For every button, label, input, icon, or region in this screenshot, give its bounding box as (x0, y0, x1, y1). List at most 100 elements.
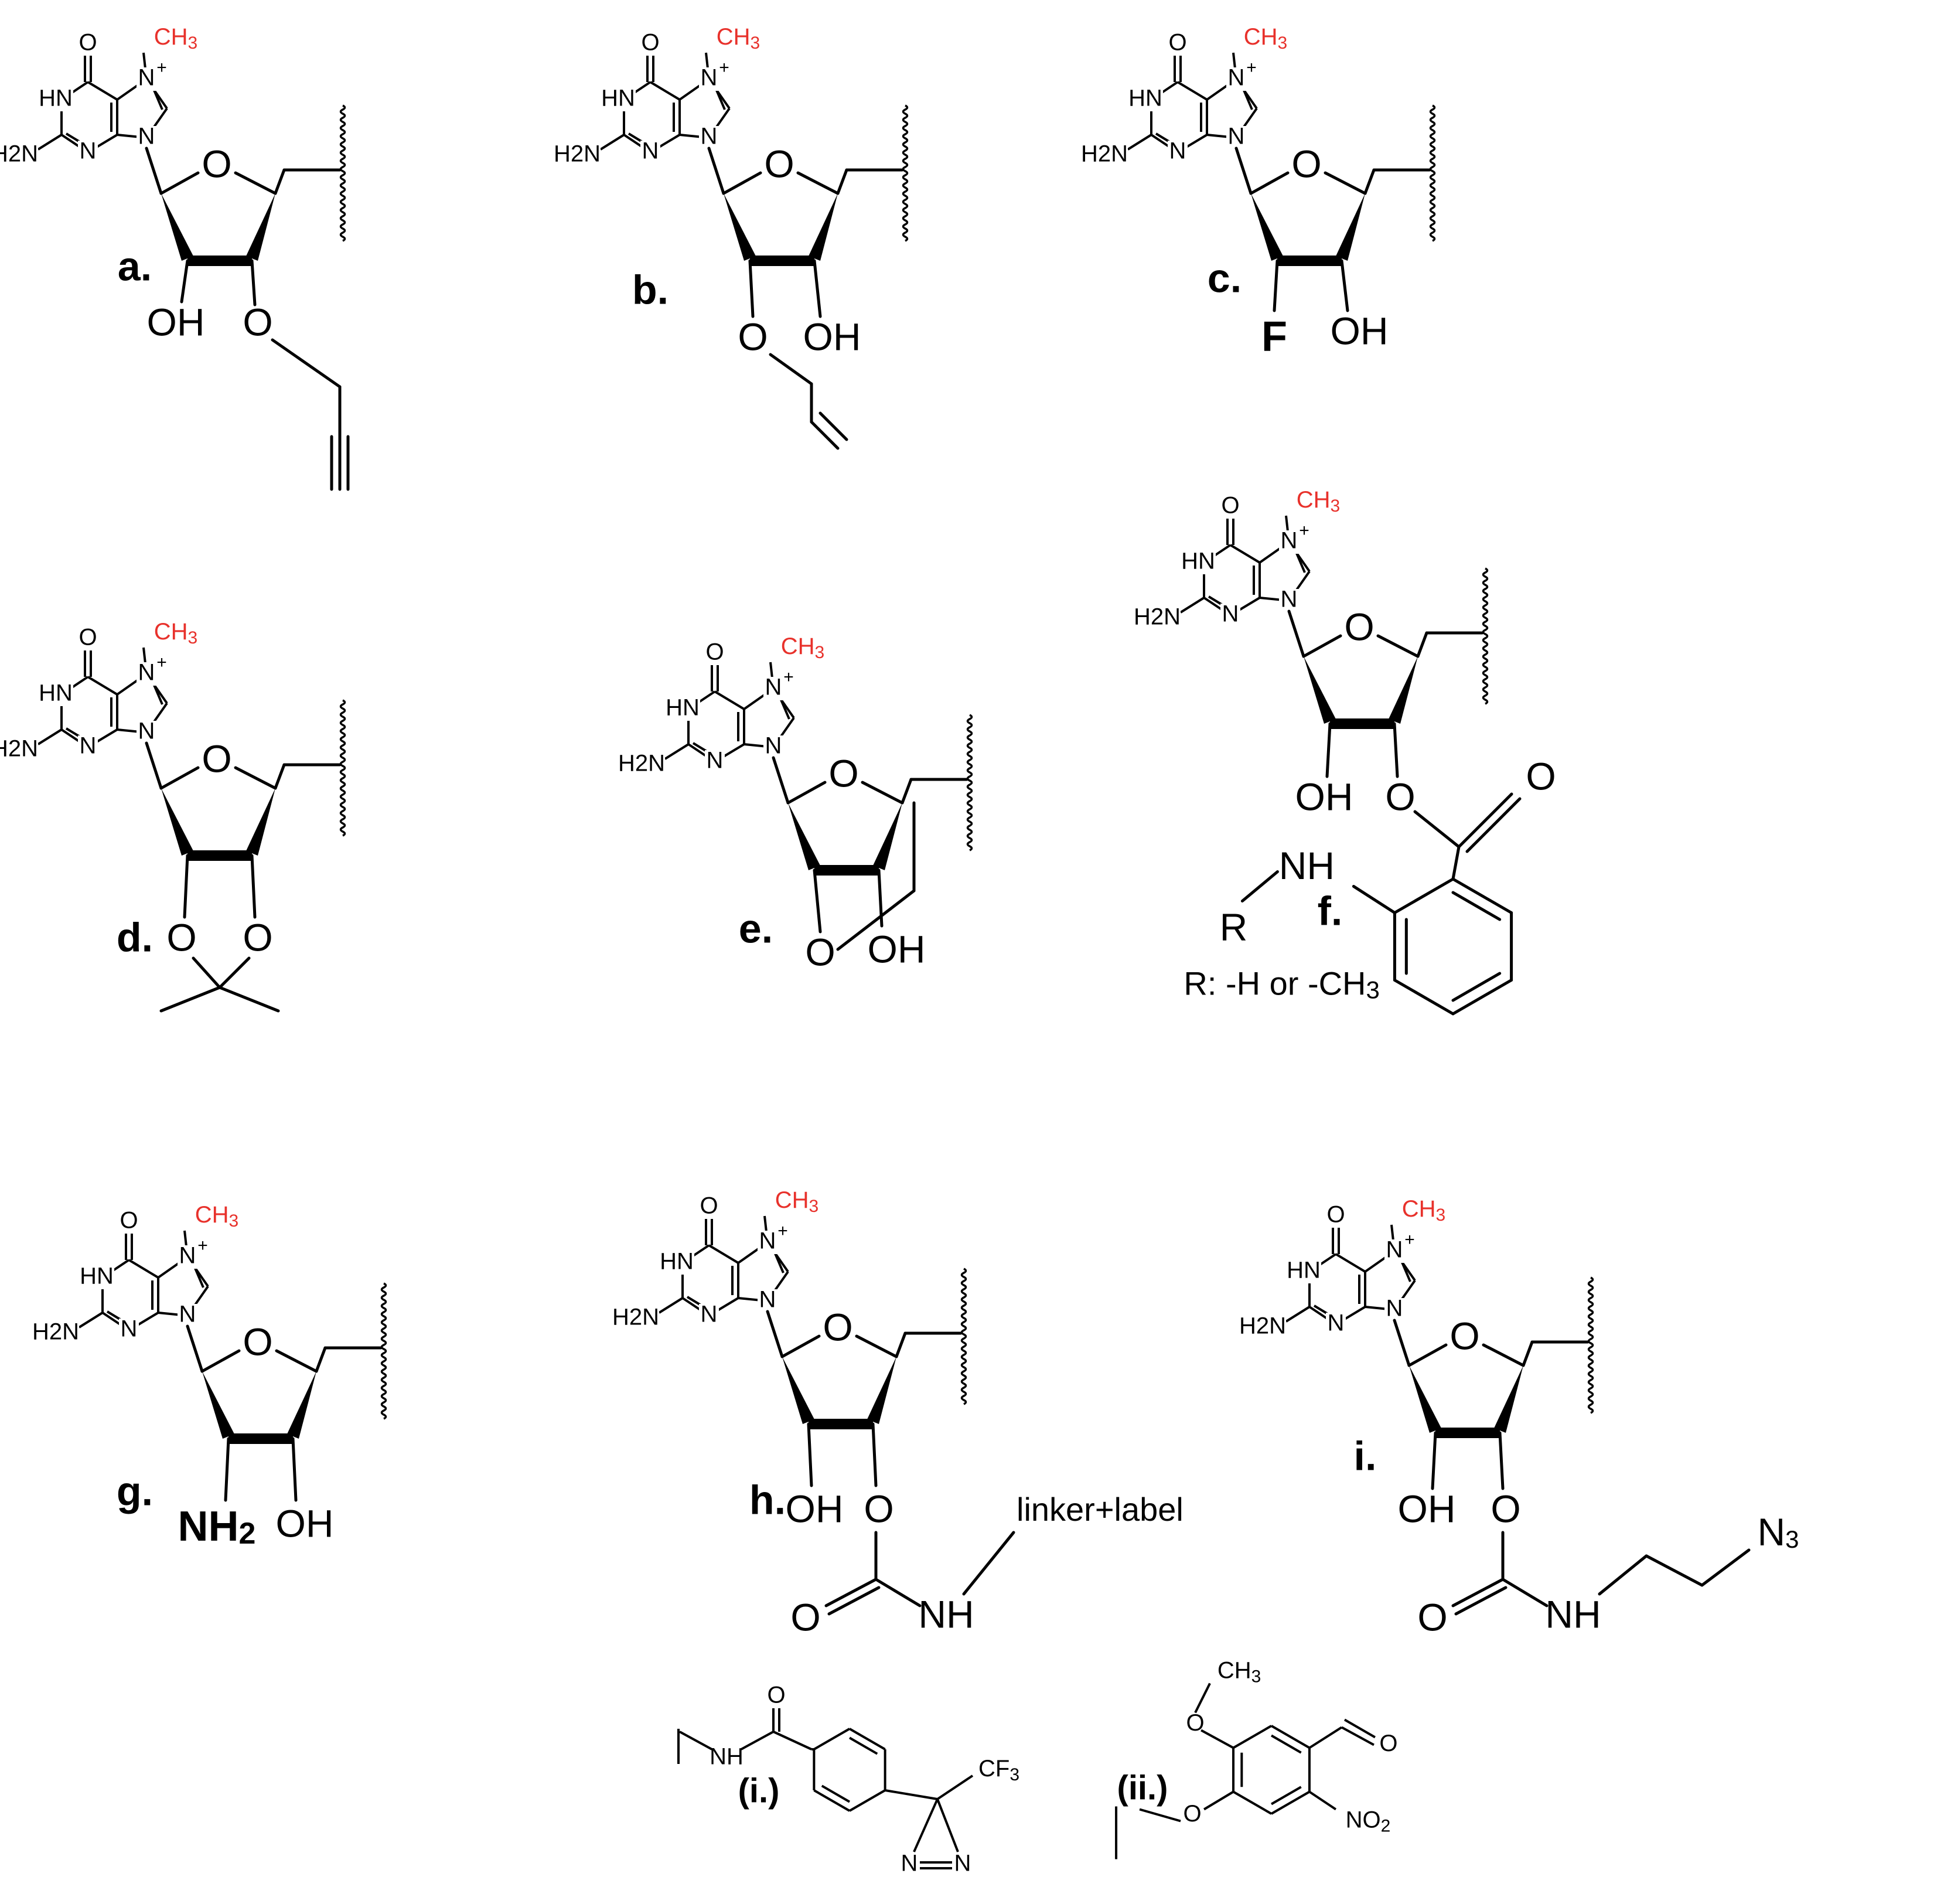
bond-line (936, 1799, 959, 1852)
label-mask (243, 1329, 272, 1361)
bond-line (807, 1422, 813, 1487)
polymer-chain-wavy (1587, 1276, 1594, 1414)
bond-line (159, 171, 200, 195)
bond-line (848, 1736, 878, 1755)
label-mask (1384, 1298, 1404, 1321)
bond-line (714, 690, 745, 710)
wedge-bond-c1-c2 (161, 193, 193, 261)
label-mask (119, 1319, 139, 1342)
bond-line (1498, 1431, 1505, 1490)
bond-line (1407, 1343, 1448, 1367)
panel-label: a. (118, 243, 152, 289)
cationic-charge: + (197, 1236, 208, 1255)
bond-line (1270, 1725, 1310, 1749)
n7-label: N (1228, 65, 1245, 91)
panel-label: d. (117, 914, 153, 960)
linker-label-i: (i.) (738, 1772, 780, 1810)
label-mask (640, 32, 660, 56)
bond-line (1285, 1306, 1311, 1323)
label-mask (78, 735, 98, 759)
label-mask (1226, 126, 1246, 149)
bond-line (1451, 877, 1513, 914)
cationic-charge: + (777, 1221, 788, 1241)
bond-line (1287, 609, 1305, 658)
bond-line (658, 1297, 684, 1314)
bond-line (871, 1422, 878, 1487)
n7-methyl-label: CH3 (717, 24, 760, 53)
cationic-charge: + (1299, 521, 1309, 540)
ring-nh-label: HN (39, 86, 73, 111)
bond-line (1393, 1319, 1411, 1367)
label-mask (1226, 67, 1246, 91)
bold-bond-c2-c3 (1435, 1428, 1500, 1438)
label-mask (137, 67, 156, 91)
wedge-bond-c4-c3 (1336, 193, 1365, 261)
bond-line (315, 1346, 327, 1373)
hydroxyl-label: OH (1398, 1487, 1456, 1530)
sugar-ring-oxygen: O (764, 142, 794, 185)
cationic-charge: + (1404, 1230, 1415, 1249)
ring-n3-label: N (121, 1316, 138, 1342)
bond-line (218, 956, 251, 989)
label-mask (699, 1304, 719, 1327)
n7-label: N (138, 660, 155, 686)
label-mask (823, 1314, 852, 1346)
bond-line (813, 1728, 850, 1750)
bond-line (37, 134, 63, 151)
amine-label: H2N (1081, 141, 1128, 167)
label-mask (618, 753, 665, 776)
bold-bond-c2-c3 (1330, 718, 1394, 729)
bond-line (1179, 597, 1205, 614)
n7-label: N (179, 1243, 196, 1269)
wedge-bond-c1-c2 (1251, 193, 1283, 261)
wedge-bond-c4-c3 (1494, 1365, 1523, 1433)
n7-methyl-label: CH3 (1297, 487, 1340, 516)
bond-line (708, 1244, 739, 1264)
bond-line (796, 171, 840, 195)
bond-line (1127, 134, 1152, 151)
nitro-label: NO2 (1346, 1807, 1391, 1835)
bond-line (250, 259, 257, 306)
sugar-ring-oxygen: O (828, 751, 858, 795)
label-mask (765, 151, 794, 183)
bond-line (87, 81, 118, 101)
label-mask (705, 642, 725, 665)
cf3-label: CF3 (978, 1756, 1019, 1784)
bond-line (1363, 168, 1376, 195)
carbonyl-oxygen-label: O (120, 1208, 138, 1234)
label-mask (1134, 607, 1181, 630)
label-mask (1384, 1239, 1404, 1263)
label-mask (1181, 551, 1216, 574)
methyl-label: CH3 (1217, 1657, 1261, 1686)
hydroxyl-label: OH (1295, 775, 1353, 818)
label-mask (829, 761, 858, 792)
bond-line (722, 171, 762, 195)
panel-label: e. (739, 905, 773, 951)
ring-n3-label: N (707, 748, 724, 774)
label-mask (1286, 1260, 1321, 1283)
bond-line (824, 1578, 878, 1607)
ring-n3-label: N (642, 138, 659, 164)
wedge-bond-c4-c3 (246, 788, 275, 856)
label-mask (1168, 141, 1188, 164)
hydroxyl-label: OH (276, 1501, 334, 1545)
bond-line (1457, 792, 1513, 849)
carbonyl-oxygen-label: O (641, 30, 659, 56)
wedge-bond-c1-c2 (782, 1357, 814, 1424)
panel-label: c. (1208, 255, 1242, 301)
bond-line (159, 986, 221, 1013)
ether-oxygen-2: O (1183, 1801, 1201, 1827)
bond-line (1203, 1790, 1234, 1811)
bond-line (1482, 1343, 1525, 1367)
bond-line (1335, 1253, 1366, 1273)
bond-line (679, 1731, 712, 1750)
panel-label: i. (1354, 1433, 1377, 1479)
n9-label: N (765, 733, 782, 759)
label-mask (699, 126, 719, 149)
amine-label: H2N (1239, 1313, 1286, 1339)
n7-methyl-label: CH3 (1244, 24, 1287, 53)
